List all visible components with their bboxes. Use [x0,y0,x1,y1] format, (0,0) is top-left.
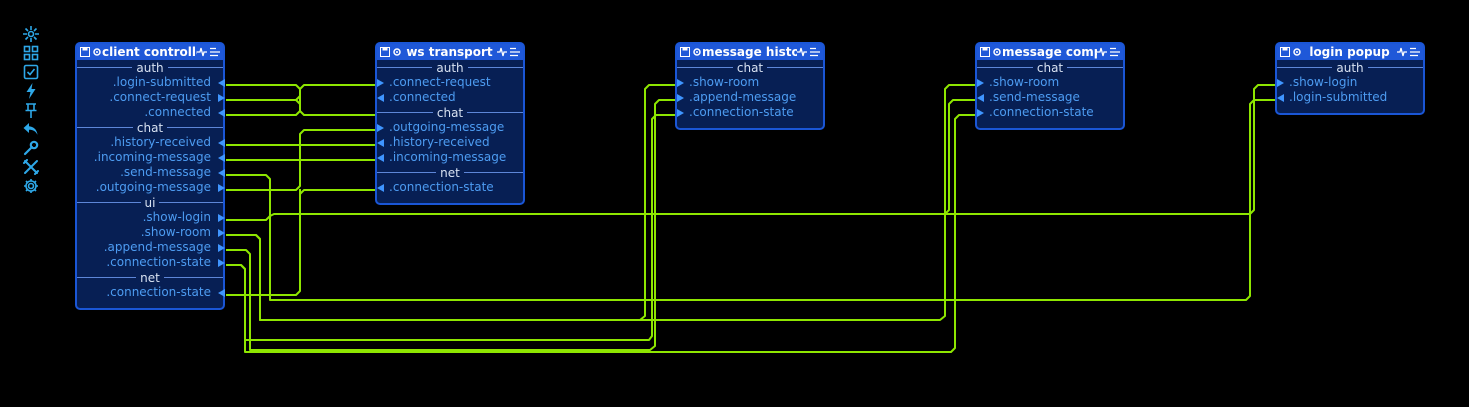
undo-arrow-icon[interactable] [20,119,42,138]
pulse-icon[interactable] [797,47,807,57]
port-connection-state[interactable]: .connection-state [377,180,523,195]
group-header: chat [377,105,524,120]
port-append-message[interactable]: .append-message [677,90,823,105]
port-incoming-message[interactable]: .incoming-message [77,150,225,165]
pulse-icon[interactable] [1097,47,1107,57]
connection-wire[interactable] [299,100,376,116]
port-show-room[interactable]: .show-room [977,75,1123,90]
group-header: chat [977,60,1124,75]
gear-icon[interactable] [92,47,102,57]
pulse-icon[interactable] [197,47,207,57]
port-login-submitted[interactable]: .login-submitted [1277,90,1423,105]
port-send-message[interactable]: .send-message [977,90,1123,105]
pulse-icon[interactable] [497,47,507,57]
connection-wire[interactable] [226,114,976,353]
node-login-popup[interactable]: login popup auth .show-login .login-subm… [1275,42,1425,115]
connection-wire[interactable] [299,84,376,100]
group-header: ui [77,195,224,210]
group-header: net [377,165,524,180]
gear-icon[interactable] [992,47,1002,57]
port-outgoing-message[interactable]: .outgoing-message [377,120,523,135]
group-header: chat [77,120,224,135]
connection-wire[interactable] [226,84,1276,221]
port-incoming-message[interactable]: .incoming-message [377,150,523,165]
group-header: auth [377,60,523,75]
gear-icon[interactable] [20,176,42,195]
connection-wire[interactable] [226,99,676,351]
port-history-received[interactable]: .history-received [77,135,225,150]
menu-icon[interactable] [1410,47,1420,57]
pulse-icon[interactable] [1397,47,1407,57]
save-icon[interactable] [80,47,90,57]
node-header[interactable]: login popup [1277,44,1423,60]
checkbox-icon[interactable] [20,62,42,81]
node-title: ws transport [406,45,493,59]
node-message-history[interactable]: message history chat .show-room .append-… [675,42,825,130]
node-header[interactable]: message history [677,44,823,60]
save-icon[interactable] [680,47,690,57]
port-connected[interactable]: .connected [77,105,225,120]
group-header: auth [77,60,223,75]
port-outgoing-message[interactable]: .outgoing-message [77,180,225,195]
save-icon[interactable] [980,47,990,57]
node-header[interactable]: ws transport [377,44,523,60]
port-send-message[interactable]: .send-message [77,165,225,180]
gear-icon[interactable] [1292,47,1302,57]
port-show-room[interactable]: .show-room [677,75,823,90]
wrench-icon[interactable] [20,138,42,157]
connection-wire[interactable] [226,84,976,321]
connection-wire[interactable] [226,189,376,296]
port-show-room[interactable]: .show-room [77,225,225,240]
save-icon[interactable] [380,47,390,57]
port-show-login[interactable]: .show-login [1277,75,1423,90]
gear-icon[interactable] [392,47,402,57]
lightning-icon[interactable] [20,81,42,100]
node-title: message history [702,45,797,59]
port-connection-state[interactable]: .connection-state [77,255,225,270]
group-header: net [77,270,224,285]
node-ws-transport[interactable]: ws transport auth .connect-request .conn… [375,42,525,205]
save-icon[interactable] [1280,47,1290,57]
port-connect-request[interactable]: .connect-request [377,75,523,90]
group-header: chat [677,60,824,75]
node-title: message composer [1002,45,1097,59]
port-connection-state[interactable]: .connection-state [977,105,1123,120]
port-append-message[interactable]: .append-message [77,240,225,255]
connection-wire[interactable] [226,99,1276,301]
left-toolbar [20,24,42,195]
port-connected[interactable]: .connected [377,90,523,105]
node-title: client controller [102,45,197,59]
node-title: login popup [1309,45,1390,59]
port-net-connection-state[interactable]: .connection-state [77,285,225,300]
grid-icon[interactable] [20,43,42,62]
tools-icon[interactable] [20,157,42,176]
pin-icon[interactable] [20,100,42,119]
menu-icon[interactable] [510,47,520,57]
port-connect-request[interactable]: .connect-request [77,90,225,105]
port-connection-state[interactable]: .connection-state [677,105,823,120]
port-login-submitted[interactable]: .login-submitted [77,75,225,90]
group-header: auth [1277,60,1423,75]
node-header[interactable]: client controller [77,44,223,60]
connection-wire[interactable] [226,99,301,116]
node-message-composer[interactable]: message composer chat .show-room .send-m… [975,42,1125,130]
menu-icon[interactable] [210,47,220,57]
connection-wire[interactable] [226,84,301,101]
node-header[interactable]: message composer [977,44,1123,60]
gear-icon[interactable] [692,47,702,57]
menu-icon[interactable] [810,47,820,57]
port-show-login[interactable]: .show-login [77,210,225,225]
node-client-controller[interactable]: client controller auth .login-submitted … [75,42,225,310]
menu-icon[interactable] [1110,47,1120,57]
sparkle-icon[interactable] [20,24,42,43]
port-history-received[interactable]: .history-received [377,135,523,150]
